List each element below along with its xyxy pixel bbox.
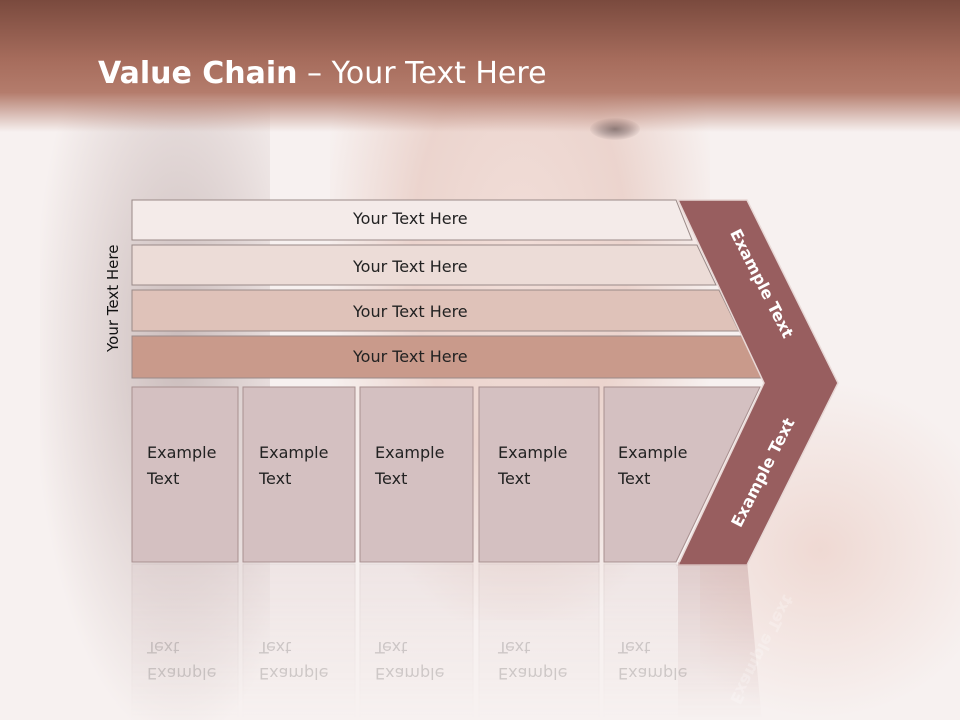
- column-text-2-line1: Example: [259, 443, 329, 462]
- column-box-4: [478, 386, 600, 563]
- column-text-3-line1: Example: [375, 443, 445, 462]
- row-label-1: Your Text Here: [353, 209, 468, 228]
- row-label-3: Your Text Here: [353, 302, 468, 321]
- slide-title: Value Chain – Your Text Here: [98, 56, 547, 91]
- row-label-4: Your Text Here: [353, 347, 468, 366]
- column-text-4: Example Text: [498, 440, 567, 492]
- column-text-5-line2: Text: [618, 469, 651, 488]
- column-text-3: Example Text: [375, 440, 444, 492]
- reflection-text-4-line1: Example: [498, 664, 568, 683]
- reflection-text-5: Example Text: [618, 634, 687, 686]
- reflection-text-2: Example Text: [259, 634, 328, 686]
- header-band: [0, 0, 960, 132]
- reflection-text-2-line1: Example: [259, 664, 329, 683]
- column-text-5-line1: Example: [618, 443, 688, 462]
- column-box-2: [242, 386, 356, 563]
- column-text-2-line2: Text: [259, 469, 292, 488]
- column-text-1-line2: Text: [147, 469, 180, 488]
- column-text-4-line2: Text: [498, 469, 531, 488]
- reflection-text-5-line1: Example: [618, 664, 688, 683]
- row-bar-1: [131, 199, 693, 241]
- column-text-5: Example Text: [618, 440, 687, 492]
- column-text-4-line1: Example: [498, 443, 568, 462]
- column-text-2: Example Text: [259, 440, 328, 492]
- title-rest: – Your Text Here: [297, 56, 547, 91]
- reflection-text-4-line2: Text: [498, 638, 531, 657]
- reflection-text-5-line2: Text: [618, 638, 651, 657]
- reflection-text-2-line2: Text: [259, 638, 292, 657]
- column-text-1-line1: Example: [147, 443, 217, 462]
- reflection-text-1: Example Text: [147, 634, 216, 686]
- reflection-text-3: Example Text: [375, 634, 444, 686]
- reflection-text-1-line1: Example: [147, 664, 217, 683]
- title-bold: Value Chain: [98, 56, 298, 91]
- column-text-1: Example Text: [147, 440, 216, 492]
- reflection-text-1-line2: Text: [147, 638, 180, 657]
- reflection-text-3-line2: Text: [375, 638, 408, 657]
- reflection-text-4: Example Text: [498, 634, 567, 686]
- column-box-1: [131, 386, 239, 563]
- column-box-5: [603, 386, 761, 563]
- row-label-2: Your Text Here: [353, 257, 468, 276]
- row-bar-2: [131, 244, 717, 286]
- column-box-3: [359, 386, 474, 563]
- reflection: [131, 561, 762, 720]
- reflection-text-3-line1: Example: [375, 664, 445, 683]
- column-text-3-line2: Text: [375, 469, 408, 488]
